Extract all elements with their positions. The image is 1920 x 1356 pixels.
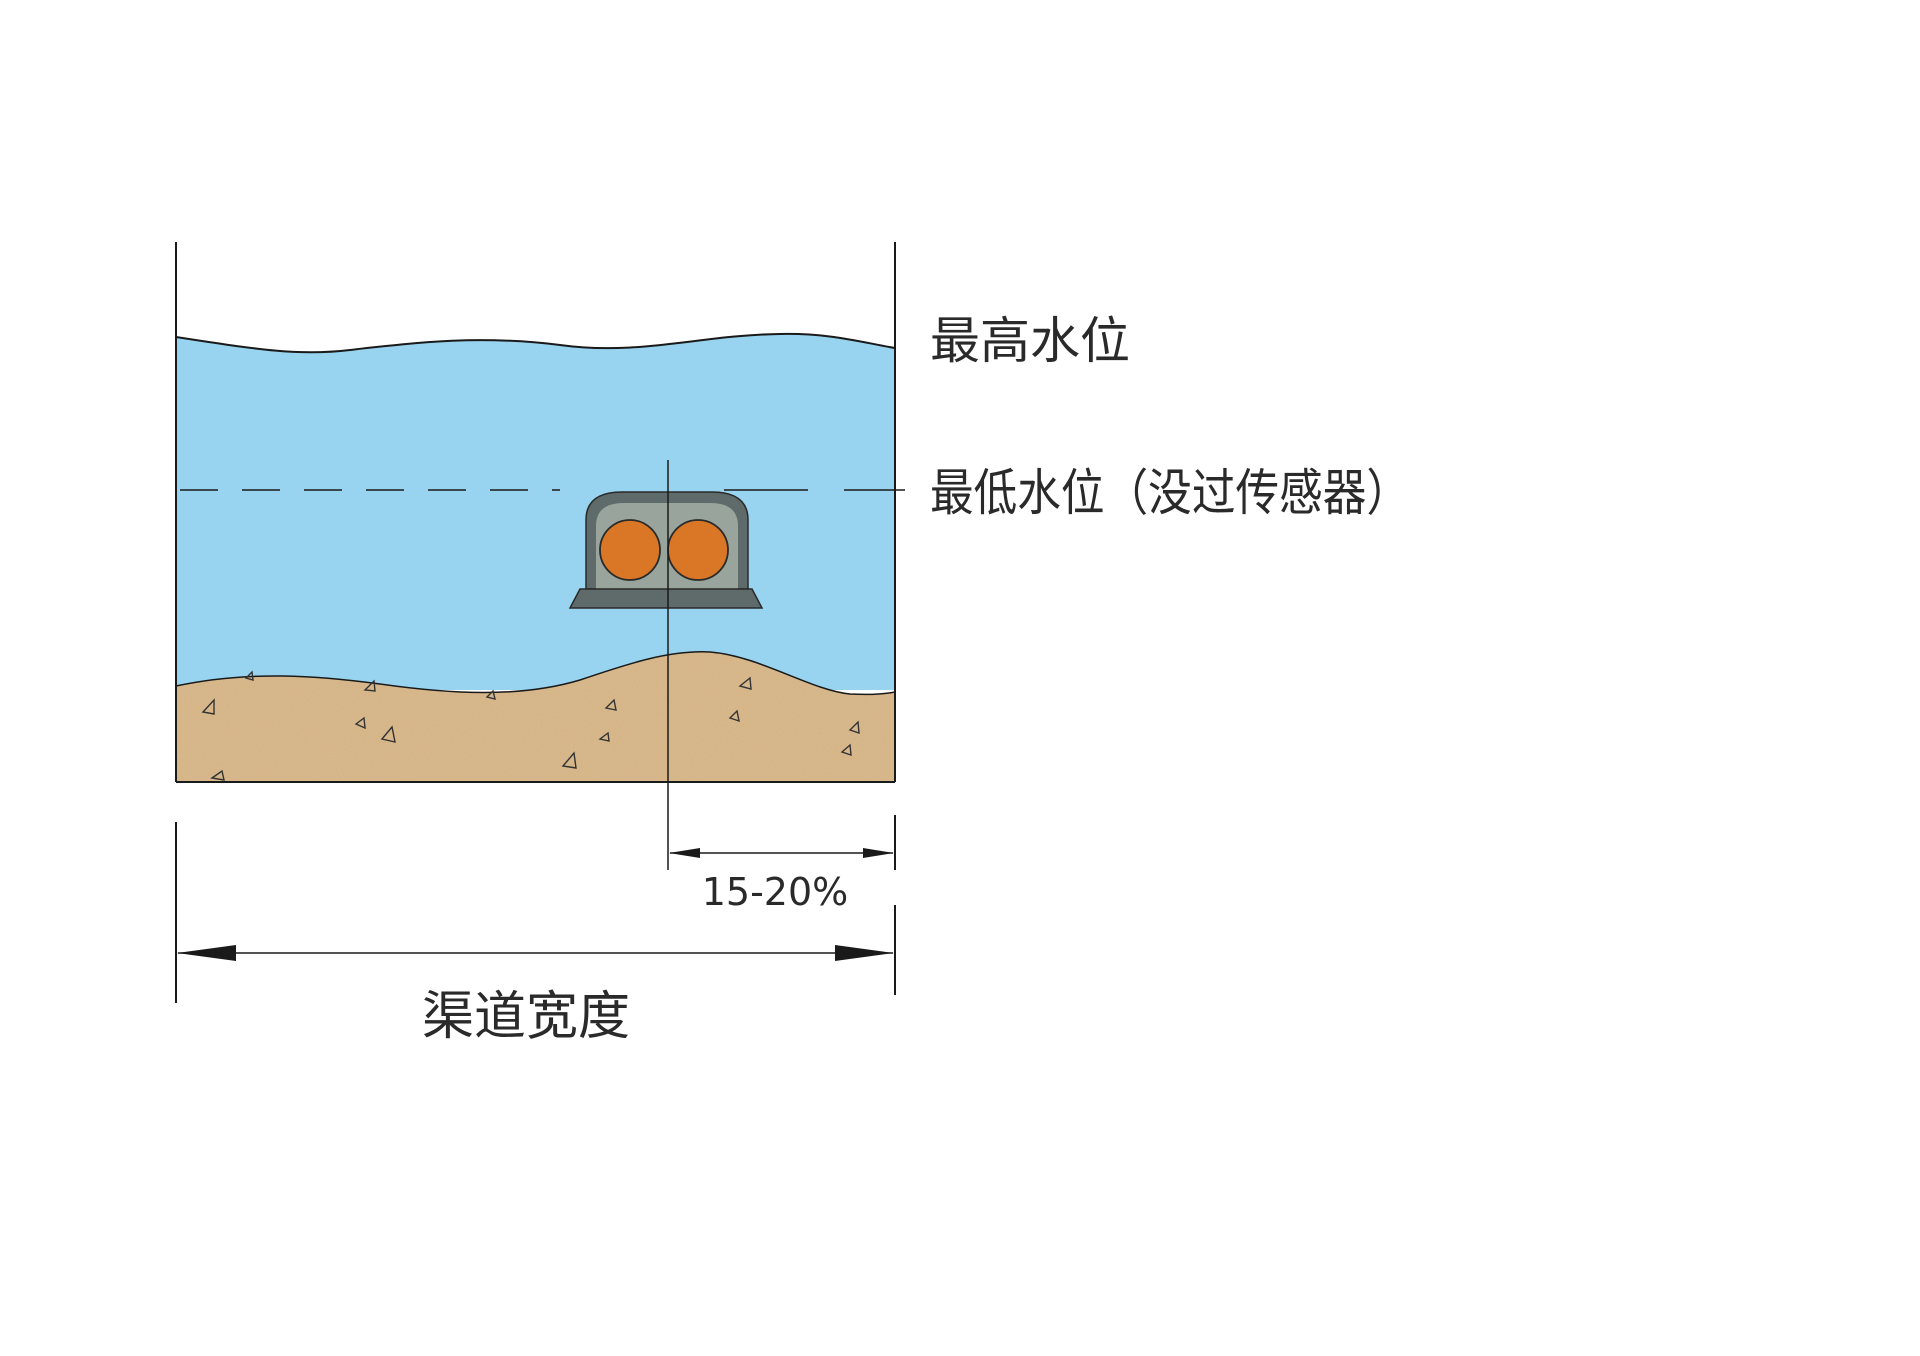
min-water-level-label: 最低水位（没过传感器） bbox=[930, 464, 1410, 522]
water-body bbox=[176, 333, 895, 690]
water-surface-line bbox=[175, 332, 896, 354]
sensor-base bbox=[568, 588, 764, 609]
sensor-icon bbox=[568, 491, 764, 609]
channel-width-label: 渠道宽度 bbox=[422, 987, 630, 1047]
diagram-canvas: 15-20% 渠道宽度 最高水位 最低水位（没过传感器） bbox=[175, 242, 1410, 1047]
gravel-marks bbox=[201, 670, 860, 781]
sensor-lens-left bbox=[599, 519, 661, 581]
sediment-layer bbox=[175, 651, 896, 782]
width-arrow-right bbox=[835, 945, 894, 961]
max-water-level-label: 最高水位 bbox=[930, 312, 1130, 370]
offset-ratio-label: 15-20% bbox=[702, 870, 849, 914]
offset-arrow-right bbox=[863, 848, 894, 858]
channel-diagram: 15-20% 渠道宽度 最高水位 最低水位（没过传感器） bbox=[175, 242, 1410, 1047]
width-arrow-left bbox=[177, 945, 236, 961]
offset-arrow-left bbox=[669, 848, 700, 858]
sensor-lens-right bbox=[667, 519, 729, 581]
